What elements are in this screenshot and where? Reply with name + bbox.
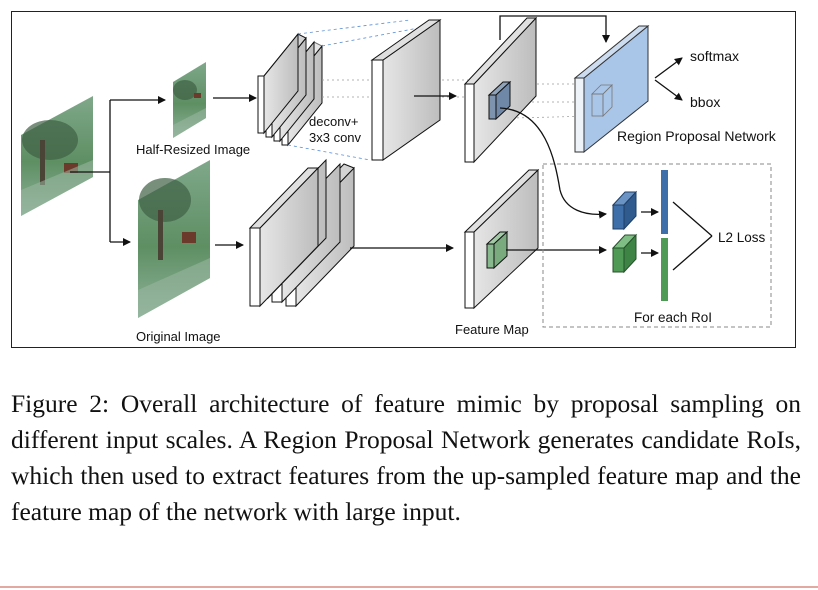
input-image-large: [21, 96, 93, 216]
projection-lines-gray: [322, 79, 600, 119]
for-each-roi-label: For each RoI: [634, 310, 712, 325]
rpn-input-map: [463, 16, 538, 164]
deconv-label-line1: deconv+: [309, 114, 359, 129]
fc-bar-green: [661, 238, 668, 301]
fc-bar-blue: [661, 170, 668, 234]
original-image-label: Original Image: [136, 329, 221, 344]
roi-feature-blue: [611, 190, 638, 231]
rpn-label: Region Proposal Network: [617, 128, 777, 144]
caption-text: Overall architecture of feature mimic by…: [11, 389, 802, 526]
page-bottom-rule: [0, 586, 818, 588]
upsampled-feature-map: [370, 19, 442, 161]
caption-label: Figure 2:: [11, 389, 110, 418]
roi-feature-green: [611, 233, 638, 274]
feature-map: [463, 168, 540, 310]
l2-connector: [672, 201, 713, 271]
bbox-label: bbox: [690, 94, 720, 110]
figure-frame: [11, 11, 796, 348]
small-conv-stack: [257, 32, 323, 147]
deconv-label-line2: 3x3 conv: [309, 130, 362, 145]
large-conv-stack: [248, 158, 355, 308]
split-arrows: [70, 96, 166, 246]
architecture-diagram: softmax bbox Region Proposal Network: [21, 15, 777, 344]
rpn-top-arrow: [499, 15, 610, 43]
rpn-block: [573, 24, 650, 154]
loss-region-box: [542, 163, 772, 328]
softmax-label: softmax: [690, 48, 739, 64]
feature-map-label: Feature Map: [455, 322, 529, 337]
l2-loss-label: L2 Loss: [718, 230, 766, 245]
half-resized-image: [173, 62, 206, 138]
figure-caption: Figure 2: Overall architecture of featur…: [11, 386, 801, 530]
projection-lines: [287, 19, 441, 161]
rpn-output-arrows: [654, 57, 683, 101]
half-resized-label: Half-Resized Image: [136, 142, 250, 157]
roi-curve-arrow: [499, 107, 607, 219]
original-image: [138, 160, 210, 318]
